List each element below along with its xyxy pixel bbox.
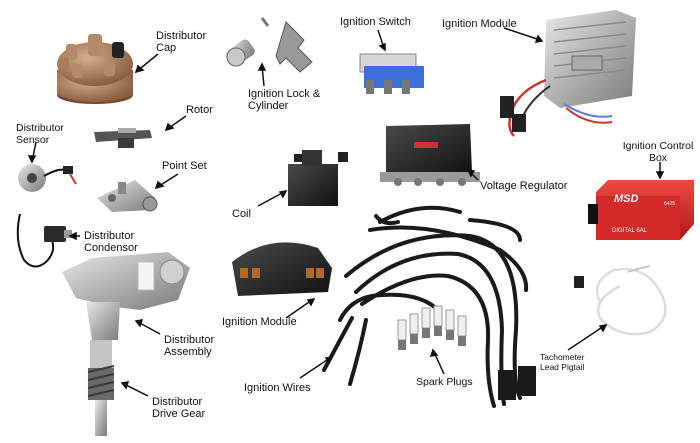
spark-plugs-image xyxy=(397,305,467,350)
distributor-sensor-image xyxy=(18,164,77,192)
distributor-cap-image xyxy=(57,34,133,104)
voltage-regulator-image xyxy=(380,124,480,186)
label-ignition-module-top: Ignition Module xyxy=(442,18,517,30)
ignition-module-bottom-image xyxy=(232,242,332,296)
point-set-image xyxy=(97,180,158,212)
label-ignition-switch: Ignition Switch xyxy=(340,16,411,28)
leader-arrows xyxy=(27,27,665,397)
label-spark-plugs: Spark Plugs xyxy=(416,376,473,388)
msd-part-text: 6425 xyxy=(664,201,675,207)
label-coil: Coil xyxy=(232,208,251,220)
distributor-drive-gear-image xyxy=(87,365,115,436)
distributor-assembly-image xyxy=(62,252,190,368)
ignition-module-top-image xyxy=(500,10,636,137)
label-rotor: Rotor xyxy=(186,104,213,116)
tachometer-pigtail-image xyxy=(574,265,667,336)
rotor-image xyxy=(94,128,152,148)
ignition-lock-image xyxy=(225,17,313,73)
label-ignition-module-bottom: Ignition Module xyxy=(222,316,297,328)
ignition-wires-image xyxy=(322,205,536,408)
ignition-control-box-image: MSD DIGITAL 6AL 6425 xyxy=(588,180,694,240)
label-voltage-regulator: Voltage Regulator xyxy=(480,180,568,192)
ignition-switch-image xyxy=(359,53,424,94)
label-ignition-wires: Ignition Wires xyxy=(244,382,311,394)
coil-image xyxy=(288,150,348,206)
label-ignition-lock-cylinder: Ignition Lock &Cylinder xyxy=(248,88,321,112)
msd-brand-text: MSD xyxy=(614,193,639,205)
distributor-condensor-image xyxy=(16,213,72,268)
label-point-set: Point Set xyxy=(162,160,207,172)
msd-model-text: DIGITAL 6AL xyxy=(612,228,648,234)
